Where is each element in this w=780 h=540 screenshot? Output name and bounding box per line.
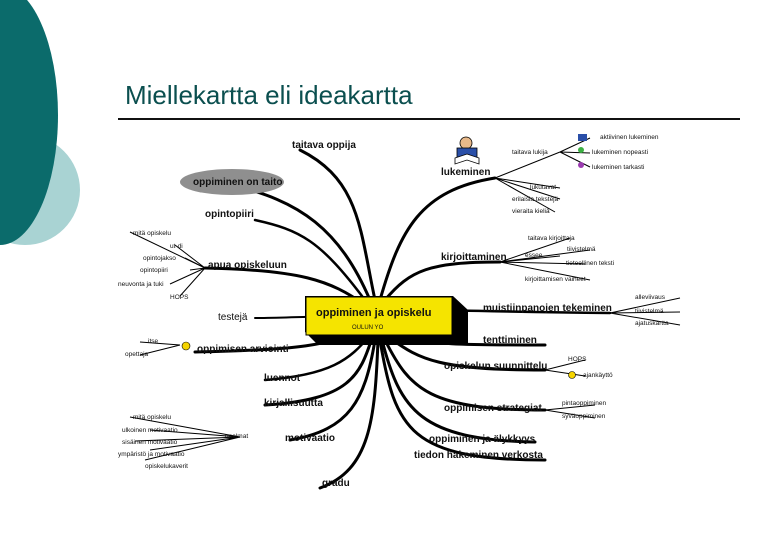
oppiminen-on-taito-oval — [180, 169, 284, 195]
sub-kirjoittaminen-0: taitava kirjoittaja — [528, 235, 575, 242]
sub-suunnittelu-1: ajankäyttö — [583, 372, 613, 379]
sub-lukeminen-sub-0: aktiivinen lukeminen — [600, 134, 659, 141]
line-strategiat — [383, 338, 547, 412]
sub-arviointi-1: opettaja — [125, 351, 149, 358]
sub-apua-0: mitä opiskelu — [133, 230, 171, 237]
sub-motivaatio-mid: unelmat — [225, 433, 248, 440]
line-oppiminen-on-taito — [228, 183, 372, 302]
label-tiedon-hakeminen: tiedon hakeminen verkosta — [414, 450, 543, 461]
label-luennot: luennot — [264, 373, 301, 384]
sub-apua-2: opintojakso — [143, 255, 176, 262]
slide-title: Miellekartta eli ideakartta — [125, 80, 413, 110]
sub-suunnittelu-0: HOPS — [568, 356, 587, 363]
sub-lukeminen-low-1: erilaisia tekstejä — [512, 196, 559, 203]
line-opintopiiri — [253, 218, 367, 302]
sub-kirjoittaminen-4: kirjoittamisen vaiheet — [525, 276, 586, 283]
sub-kirjoittaminen-1: tiivistelmä — [567, 246, 596, 253]
sub-apua-1: ut-di — [170, 243, 183, 250]
branch-labels: taitava oppija oppiminen on taito opinto… — [193, 140, 612, 489]
dark-teal-circle — [0, 0, 58, 245]
label-motivaatio: motivaatio — [285, 433, 335, 444]
purple-bulb-icon — [578, 162, 584, 168]
line-gradu — [318, 338, 380, 490]
sub-lukeminen-low-2: vieraita kieliä — [512, 208, 550, 215]
title-underline — [118, 118, 740, 120]
center-node: oppiminen ja opiskelu OULUN YO — [305, 296, 468, 345]
label-opintopiiri: opintopiiri — [205, 209, 254, 220]
line-suunnittelu — [388, 336, 547, 372]
sub-apua-4: neuvonta ja tuki — [118, 281, 164, 288]
label-oppimisen-strategiat: oppimisen strategiat — [444, 403, 542, 414]
line-kirjallisuutta — [263, 336, 374, 407]
sub-arviointi-0: itse — [148, 338, 159, 345]
label-opiskelun-suunnittelu: opiskelun suunnittelu — [444, 361, 547, 372]
label-kirjoittaminen: kirjoittaminen — [441, 252, 507, 263]
sub-kirjoittaminen-3: tieteellinen teksti — [566, 260, 614, 267]
label-alykkyys: oppiminen ja älykkyys — [429, 434, 536, 445]
sub-motivaatio-4: opiskelukaverit — [145, 463, 188, 470]
sub-labels: mitä opiskelu ut-di opintojakso opintopi… — [118, 134, 669, 470]
line-lukeminen — [378, 176, 497, 302]
sub-muistiinpanot-2: ajatuskartta — [635, 320, 669, 327]
twig-lines — [129, 137, 681, 461]
slide-decoration — [0, 0, 80, 245]
label-oppiminen-on-taito: oppiminen on taito — [193, 177, 282, 188]
label-muistiinpanot: muistiinpanojen tekeminen — [483, 303, 612, 314]
line-motivaatio — [288, 338, 377, 442]
label-oppimisen-arviointi: oppimisen arviointi — [197, 344, 289, 355]
line-kirjoittaminen — [383, 260, 502, 302]
smiley-icon — [181, 341, 191, 351]
line-taitava-oppija — [298, 148, 377, 302]
label-gradu: gradu — [322, 478, 350, 489]
sub-lukeminen-0: taitava lukija — [512, 149, 548, 156]
sub-apua-5: HOPS — [170, 294, 189, 301]
sub-muistiinpanot-1: tiivistelmä — [635, 308, 664, 315]
sub-motivaatio-2: sisäinen motivaatio — [122, 439, 178, 446]
green-bulb-icon — [578, 147, 584, 153]
line-alykkyys — [380, 338, 537, 444]
book-icon — [578, 134, 587, 141]
line-tiedon — [378, 338, 547, 462]
sub-lukeminen-low-0: lukutavat — [530, 184, 556, 191]
sub-kirjoittaminen-2: essee — [525, 252, 543, 259]
center-label: oppiminen ja opiskelu — [316, 307, 432, 319]
sub-motivaatio-1: ulkoinen motivaatio — [122, 427, 178, 434]
sub-lukeminen-sub-1: lukeminen nopeasti — [592, 149, 648, 156]
sub-apua-3: opintopiiri — [140, 267, 168, 274]
label-testeja: testejä — [218, 312, 248, 323]
sub-muistiinpanot-0: alleviivaus — [635, 294, 666, 301]
sub-strategiat-1: syväoppiminen — [562, 413, 606, 420]
label-taitava-oppija: taitava oppija — [292, 140, 356, 151]
sub-strategiat-0: pintaoppiminen — [562, 400, 606, 407]
sub-lukeminen-sub-2: lukeminen tarkasti — [592, 164, 644, 171]
label-lukeminen: lukeminen — [441, 167, 490, 178]
label-apua-opiskeluun: apua opiskeluun — [208, 260, 287, 271]
center-sublabel: OULUN YO — [352, 325, 384, 331]
label-tenttiminen: tenttiminen — [483, 335, 537, 346]
sub-motivaatio-0: mitä opiskelu — [133, 414, 171, 421]
sub-motivaatio-3: ympäristö ja motivaatio — [118, 451, 185, 458]
reader-icon — [454, 136, 480, 165]
face-icon — [568, 371, 576, 379]
label-kirjallisuutta: kirjallisuutta — [264, 398, 323, 409]
